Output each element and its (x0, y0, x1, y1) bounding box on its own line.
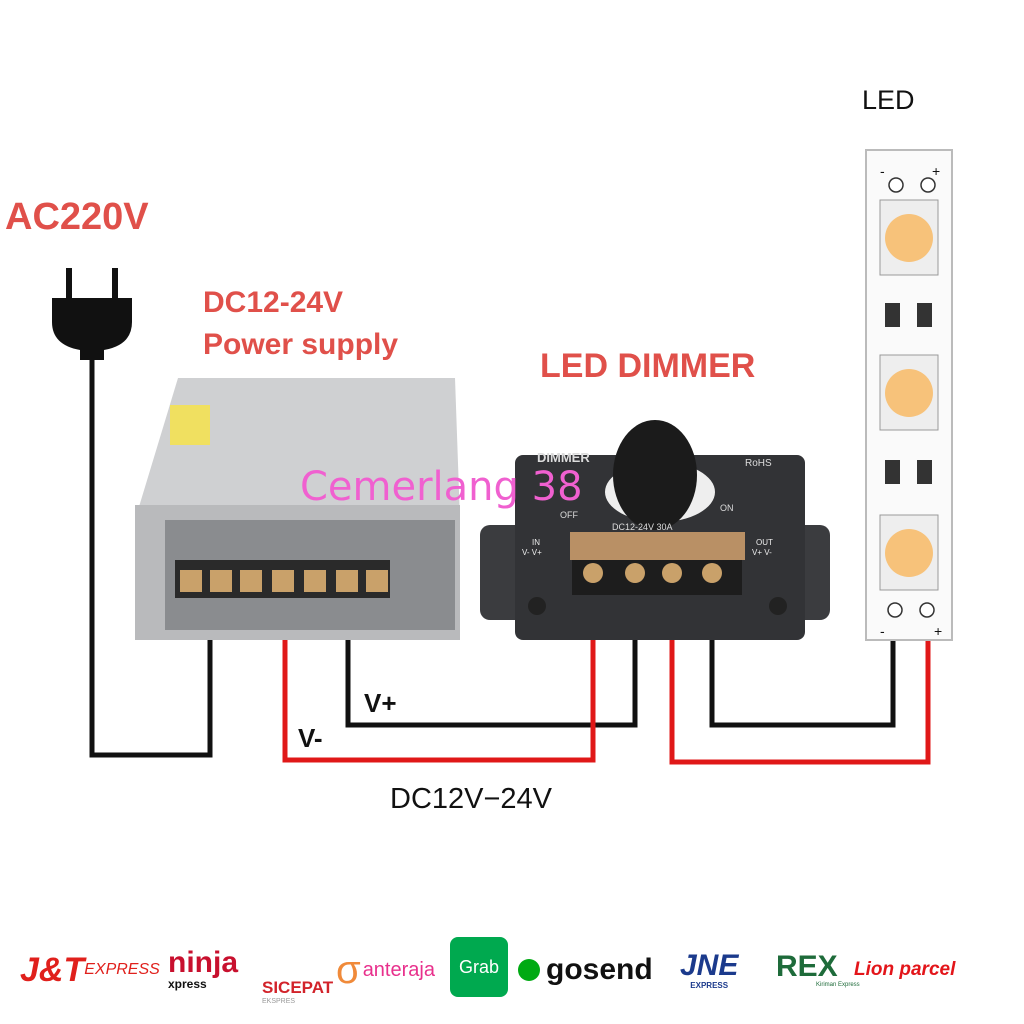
plug-icon (52, 268, 132, 360)
dimmer-out-terminals: V+ V- (752, 548, 772, 557)
watermark: Cemerlang 38 (300, 464, 583, 510)
dimmer-out-label: OUT (756, 538, 773, 547)
dimmer-brand-text: DIMMER (537, 450, 590, 465)
led-title: LED (862, 85, 915, 115)
led-plus-wire (669, 585, 931, 765)
dimmer-in-terminals: V- V+ (522, 548, 542, 557)
led-top-minus: - (880, 163, 885, 179)
led-strip (865, 149, 953, 641)
courier-logo-lion-parcel: Lion parcel (854, 959, 956, 980)
dimmer-in-label: IN (532, 538, 540, 547)
v-plus-label: V+ (364, 688, 397, 718)
led-chip (879, 514, 939, 591)
v-minus-label: V- (298, 723, 323, 753)
courier-logo-gosend: gosend (518, 935, 653, 1005)
dimmer-rating-text: DC12-24V 30A (612, 522, 673, 532)
psu-vplus-wire (345, 585, 638, 728)
led-bottom-minus: - (880, 623, 885, 639)
dimmer-title: LED DIMMER (540, 347, 756, 385)
power-supply-label-line1: DC12-24V (203, 286, 344, 319)
led-bottom-plus: + (934, 623, 942, 639)
power-supply-label-line2: Power supply (203, 328, 399, 361)
led-dimmer-device (480, 420, 830, 640)
led-chip (879, 199, 939, 276)
psu-vminus-wire (282, 585, 596, 763)
dimmer-on-text: ON (720, 503, 734, 513)
dc-range-label: DC12V−24V (390, 783, 553, 815)
ac-input-label: AC220V (5, 196, 149, 238)
dimmer-rohs-text: RoHS (745, 458, 772, 469)
power-supply-unit (135, 378, 460, 640)
led-top-plus: + (932, 163, 940, 179)
led-minus-wire (709, 585, 896, 728)
led-chip (879, 354, 939, 431)
courier-logo-grab: Grab (450, 937, 508, 997)
ac-cord-wire (89, 355, 213, 758)
dimmer-off-text: OFF (560, 510, 578, 520)
